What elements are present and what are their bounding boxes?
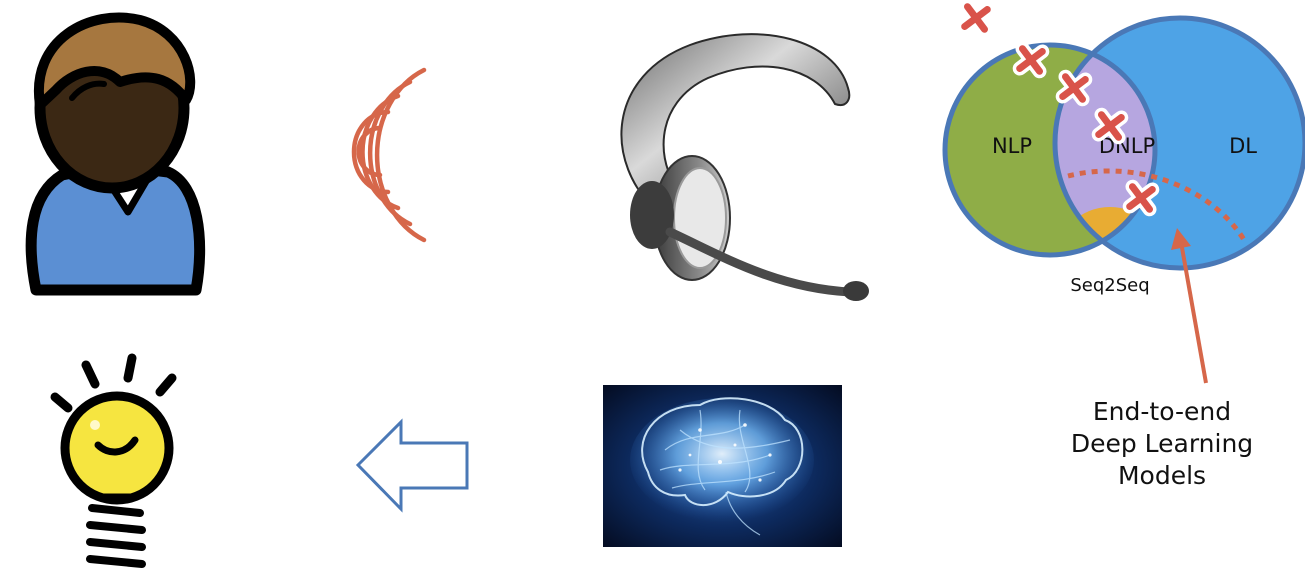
seq2seq-label: Seq2Seq bbox=[1070, 275, 1149, 296]
dnlp-label: DNLP bbox=[1099, 134, 1155, 158]
deep-learning-boundary bbox=[1067, 168, 1249, 245]
end-to-end-annotation: End-to-end Deep Learning Models bbox=[1071, 397, 1253, 490]
x-marker-1 bbox=[957, 0, 995, 37]
annotation-line-3: Models bbox=[1118, 461, 1206, 490]
annotation-arrow bbox=[1171, 228, 1208, 384]
annotation-line-2: Deep Learning bbox=[1071, 429, 1253, 458]
x-marker-5 bbox=[1122, 179, 1160, 217]
x-marker-4 bbox=[1091, 107, 1129, 145]
dl-label: DL bbox=[1229, 134, 1257, 158]
brain-image bbox=[603, 385, 842, 547]
x-marker-2 bbox=[1012, 41, 1050, 79]
headset-icon bbox=[620, 33, 869, 301]
dnlp-region bbox=[1055, 45, 1155, 255]
left-arrow-icon bbox=[355, 418, 469, 513]
person-icon bbox=[25, 12, 206, 296]
lightbulb-icon bbox=[50, 353, 177, 568]
annotation-line-1: End-to-end bbox=[1093, 397, 1231, 426]
sound-waves-icon bbox=[351, 67, 427, 243]
venn-diagram: NLP DNLP DL Seq2Seq bbox=[942, 0, 1305, 384]
nlp-label: NLP bbox=[992, 134, 1032, 158]
x-marker-3 bbox=[1055, 69, 1093, 107]
